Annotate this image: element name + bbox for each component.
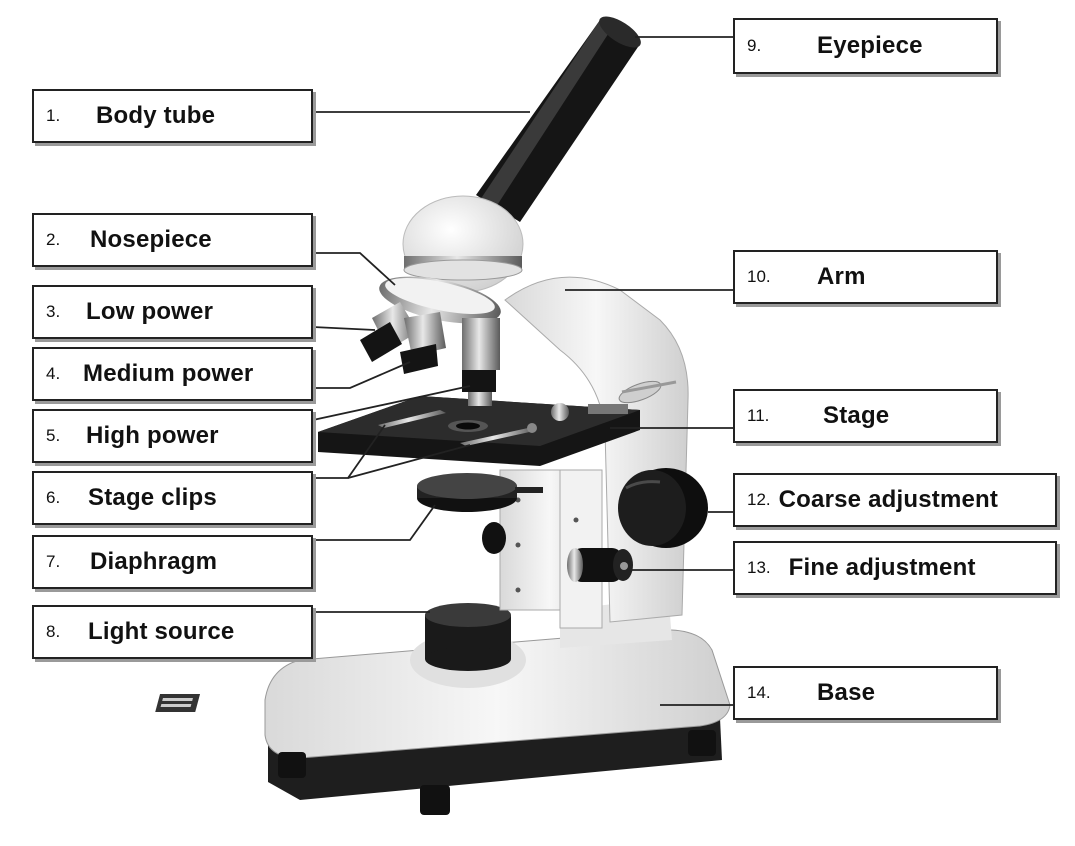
coarse-knob-shape — [618, 468, 708, 548]
label-nosepiece: 2. Nosepiece — [32, 213, 313, 267]
label-text: Body tube — [96, 102, 216, 129]
label-number: 6. — [46, 488, 61, 507]
label-text: Medium power — [83, 360, 254, 387]
label-body-tube: 1. Body tube — [32, 89, 313, 143]
label-text: Diaphragm — [90, 548, 218, 575]
label-text: Coarse adjustment — [778, 486, 999, 513]
small-knob-left-shape — [482, 522, 506, 554]
leader-diaphragm — [313, 504, 436, 541]
leader-stage-clips-b — [347, 444, 471, 479]
label-number: 13. — [747, 558, 771, 577]
label-stage-clips: 6. Stage clips — [32, 471, 313, 525]
label-arm: 10. Arm — [733, 250, 998, 304]
label-text: Light source — [88, 618, 235, 645]
stage-shape — [318, 396, 640, 466]
nosepiece-shape — [379, 276, 501, 324]
leader-high-power — [312, 385, 471, 421]
label-text: High power — [86, 422, 219, 449]
label-text: Stage clips — [88, 484, 217, 511]
label-number: 1. — [46, 106, 61, 125]
label-number: 3. — [46, 302, 61, 321]
label-text: Low power — [86, 298, 214, 325]
label-number: 11. — [747, 406, 770, 425]
label-text: Arm — [817, 263, 866, 290]
objective-low-shape — [360, 302, 418, 362]
label-text: Base — [817, 679, 876, 706]
objective-high-shape — [462, 318, 500, 406]
label-fine-adjustment: 13. Fine adjustment — [733, 541, 1057, 595]
label-high-power: 5. High power — [32, 409, 313, 463]
label-number: 12. — [747, 490, 771, 509]
label-text: Fine adjustment — [788, 554, 976, 581]
label-number: 9. — [747, 36, 762, 55]
label-number: 7. — [46, 552, 61, 571]
label-light-source: 8. Light source — [32, 605, 313, 659]
label-diaphragm: 7. Diaphragm — [32, 535, 313, 589]
leader-medium-power — [313, 361, 411, 389]
stage-clip-icon — [378, 403, 569, 446]
logo-badge-icon — [155, 694, 201, 712]
label-text: Eyepiece — [817, 32, 923, 59]
leader-nosepiece — [313, 252, 396, 286]
label-text: Stage — [823, 402, 890, 429]
label-eyepiece: 9. Eyepiece — [733, 18, 998, 74]
light-source-shape — [410, 603, 526, 688]
label-stage: 11. Stage — [733, 389, 998, 443]
label-medium-power: 4. Medium power — [32, 347, 313, 401]
body-tube-shape — [476, 16, 641, 222]
base-shape — [155, 629, 731, 815]
leader-lines — [312, 36, 733, 706]
label-number: 2. — [46, 230, 61, 249]
head-shape — [402, 195, 524, 293]
label-number: 4. — [46, 364, 61, 383]
objective-medium-shape — [400, 312, 446, 374]
diaphragm-shape — [417, 473, 543, 512]
fine-knob-shape — [567, 548, 633, 582]
label-text: Nosepiece — [90, 226, 212, 253]
label-coarse-adjustment: 12. Coarse adjustment — [733, 473, 1057, 527]
label-base: 14. Base — [733, 666, 998, 720]
leader-low-power — [312, 326, 376, 331]
label-number: 8. — [46, 622, 61, 641]
label-number: 14. — [747, 683, 771, 702]
label-number: 10. — [747, 267, 771, 286]
label-low-power: 3. Low power — [32, 285, 313, 339]
label-number: 5. — [46, 426, 61, 445]
